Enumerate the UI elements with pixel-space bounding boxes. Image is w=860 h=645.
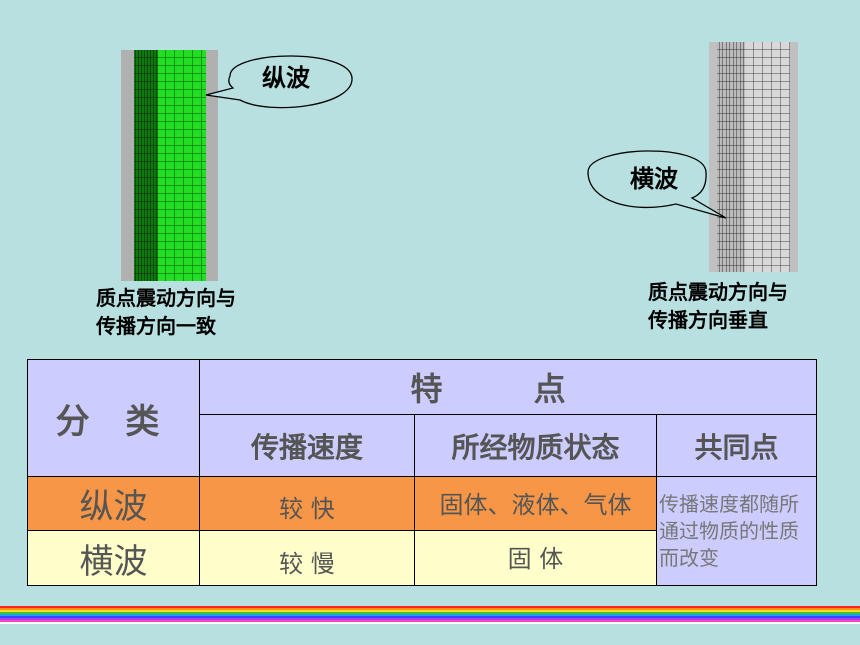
medium-cell: 固 体 [414,530,657,586]
transverse-caption: 质点震动方向与 传播方向垂直 [648,280,788,332]
transverse-callout [587,150,727,219]
medium-column-header: 所经物质状态 [414,414,657,477]
longitudinal-caption: 质点震动方向与 传播方向一致 [96,286,236,338]
wave-comparison-table: 分 类 特 点 传播速度 所经物质状态 共同点 纵波 较 快 固体、液体、气体 … [27,359,818,586]
transverse-wave-illustration [709,42,798,272]
table-row: 横波 较 慢 固 体 [27,530,817,586]
speed-cell: 较 快 [199,476,415,531]
medium-cell: 固体、液体、气体 [414,476,657,531]
table-row: 纵波 较 快 固体、液体、气体 传播速度都随所 通过物质的性质 而改变 [27,476,818,586]
row-name: 纵波 [27,476,200,531]
speed-cell: 较 慢 [199,530,415,586]
longitudinal-callout [205,55,353,109]
transverse-label: 横波 [630,165,678,193]
common-cell: 传播速度都随所 通过物质的性质 而改变 [655,476,818,586]
rainbow-stripe [0,606,860,624]
features-header: 特 点 [198,359,818,415]
row-name: 横波 [27,530,200,586]
common-column-header: 共同点 [655,414,818,477]
classification-header: 分 类 [27,359,200,477]
longitudinal-wave-illustration [121,50,218,281]
speed-column-header: 传播速度 [199,414,415,477]
longitudinal-label: 纵波 [262,64,310,92]
